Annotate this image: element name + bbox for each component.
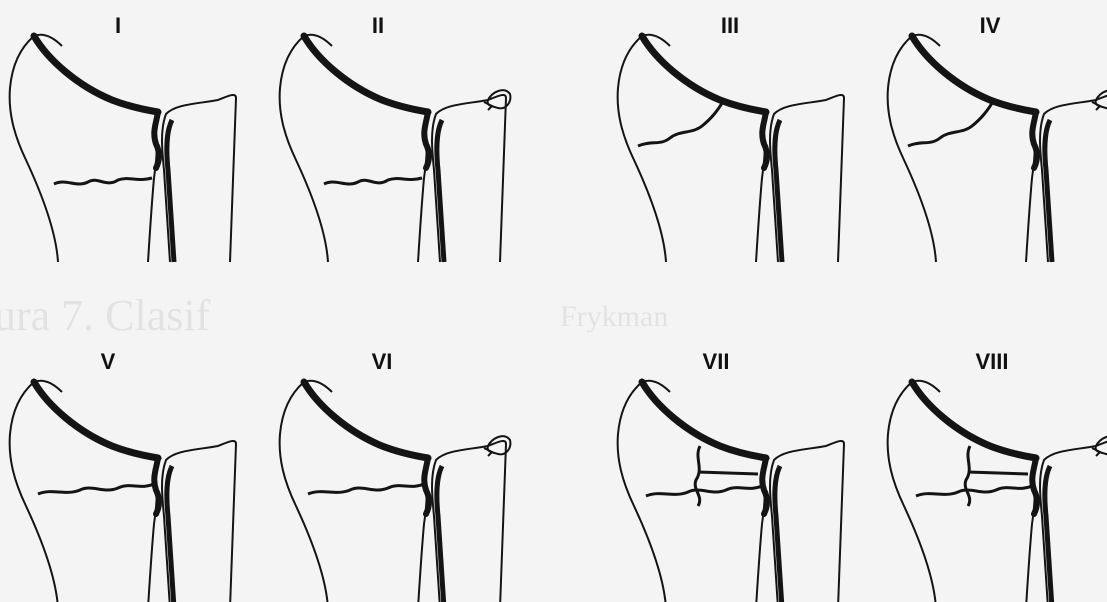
comminution-line bbox=[698, 472, 758, 474]
panel-v bbox=[10, 381, 236, 602]
radius-outline bbox=[280, 35, 332, 262]
radiocarpal-fracture-line bbox=[638, 100, 724, 146]
radiocarpal-articular-surface bbox=[912, 36, 1036, 112]
sigmoid-notch bbox=[424, 458, 429, 514]
radius-medial-border bbox=[418, 140, 427, 262]
radius-medial-border bbox=[148, 486, 157, 602]
ulnar-styloid-fracture-line bbox=[1092, 448, 1100, 456]
radiocarpal-fracture-line bbox=[908, 100, 994, 146]
radiocarpal-articular-surface bbox=[304, 36, 428, 112]
radiocarpal-articular-surface bbox=[34, 382, 158, 458]
panel-vii bbox=[618, 381, 844, 602]
panel-label-ii: II bbox=[338, 14, 418, 38]
sigmoid-notch bbox=[1032, 112, 1037, 168]
sigmoid-notch bbox=[424, 112, 429, 168]
comminution-line bbox=[968, 472, 1028, 474]
radius-outline bbox=[618, 381, 670, 602]
radiocarpal-articular-surface bbox=[34, 36, 158, 112]
radius-medial-border bbox=[1026, 140, 1035, 262]
transverse-fracture-line bbox=[54, 178, 152, 184]
panel-label-vii: VII bbox=[676, 350, 756, 374]
sigmoid-notch bbox=[1032, 458, 1037, 514]
ulnar-styloid-fracture-line bbox=[484, 448, 492, 456]
panel-i bbox=[10, 35, 236, 262]
radius-outline bbox=[888, 381, 940, 602]
sigmoid-notch bbox=[154, 112, 159, 168]
radiocarpal-articular-surface bbox=[912, 382, 1036, 458]
panel-iv bbox=[888, 35, 1107, 262]
radiocarpal-articular-surface bbox=[304, 382, 428, 458]
panel-viii bbox=[888, 381, 1107, 602]
panel-vi bbox=[280, 381, 511, 602]
druj-fracture-line bbox=[646, 486, 762, 496]
radius-medial-border bbox=[418, 486, 427, 602]
ulnar-styloid-fracture-line bbox=[1092, 102, 1100, 110]
panel-label-iii: III bbox=[690, 14, 770, 38]
panel-label-v: V bbox=[68, 350, 148, 374]
transverse-fracture-line bbox=[324, 178, 422, 184]
sigmoid-notch bbox=[154, 458, 159, 514]
druj-fracture-line bbox=[308, 484, 424, 494]
radius-outline bbox=[10, 35, 62, 262]
radius-medial-border bbox=[756, 486, 765, 602]
radius-outline bbox=[618, 35, 670, 262]
panel-label-iv: IV bbox=[950, 14, 1030, 38]
druj-fracture-line bbox=[916, 486, 1032, 496]
panel-ii bbox=[280, 35, 511, 262]
panel-label-vi: VI bbox=[342, 350, 422, 374]
radius-outline bbox=[888, 35, 940, 262]
panel-label-i: I bbox=[78, 14, 158, 38]
ulnar-styloid-fracture-line bbox=[484, 102, 492, 110]
sigmoid-notch bbox=[762, 458, 767, 514]
radius-medial-border bbox=[756, 140, 765, 262]
panel-label-viii: VIII bbox=[952, 350, 1032, 374]
druj-fracture-line bbox=[38, 484, 154, 494]
radiocarpal-fracture-line bbox=[965, 446, 970, 506]
radiocarpal-articular-surface bbox=[642, 36, 766, 112]
radius-medial-border bbox=[148, 140, 157, 262]
radiocarpal-fracture-line bbox=[695, 446, 700, 506]
sigmoid-notch bbox=[762, 112, 767, 168]
radius-medial-border bbox=[1026, 486, 1035, 602]
radiocarpal-articular-surface bbox=[642, 382, 766, 458]
panel-iii bbox=[618, 35, 844, 262]
